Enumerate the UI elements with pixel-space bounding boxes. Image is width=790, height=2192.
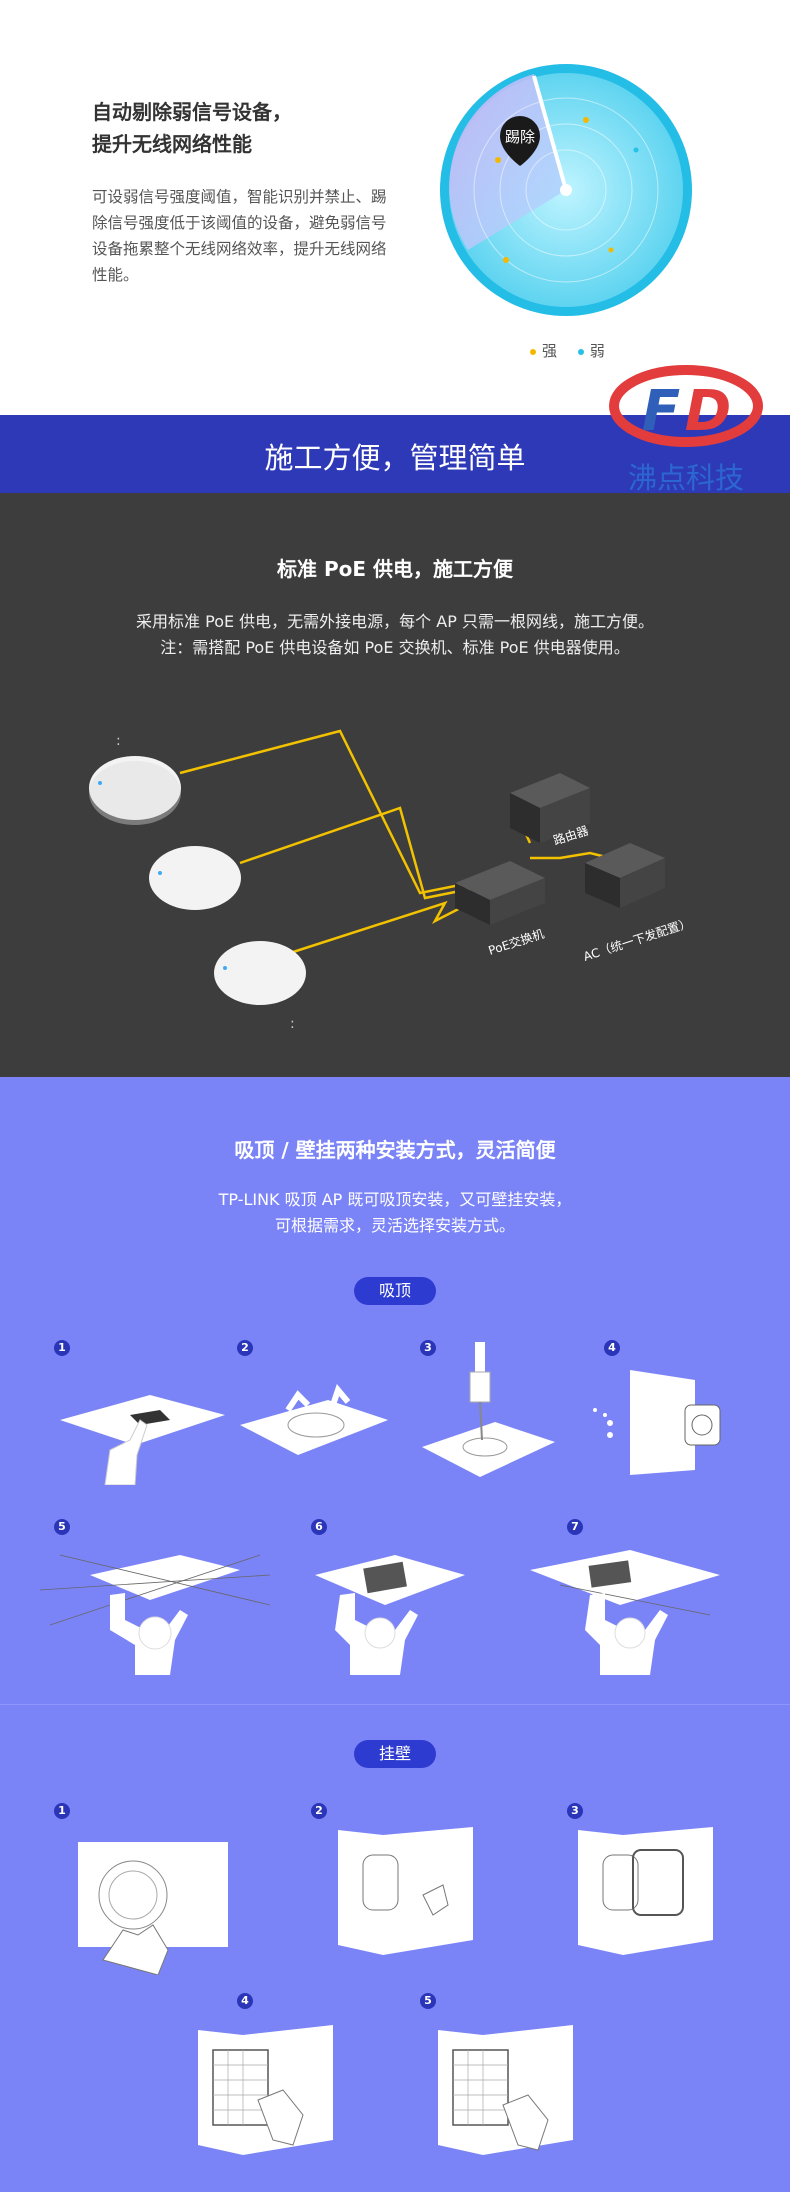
wall-step-3-illustration xyxy=(578,1827,713,1955)
wall-step-4-number: 4 xyxy=(237,1993,253,2009)
poe-description: 采用标准 PoE 供电，无需外接电源，每个 AP 只需一根网线，施工方便。 注：… xyxy=(0,609,790,661)
ceiling-mount-label: 吸顶 xyxy=(354,1277,436,1305)
ceiling-step-2-number: 2 xyxy=(237,1340,253,1356)
wall-mount-label: 挂壁 xyxy=(354,1740,436,1768)
feature-title-line2: 提升无线网络性能 xyxy=(92,132,252,156)
access-point-3 xyxy=(214,941,306,1005)
ac-controller-device xyxy=(585,843,665,908)
ceiling-step-6-number: 6 xyxy=(311,1519,327,1535)
feature-description: 可设弱信号强度阈值，智能识别并禁止、踢除信号强度低于该阈值的设备，避免弱信号设备… xyxy=(92,188,387,284)
svg-text:F: F xyxy=(642,379,680,444)
svg-text::: : xyxy=(290,1016,295,1032)
ceiling-step-4-number: 4 xyxy=(604,1340,620,1356)
ceiling-step-5-illustration xyxy=(40,1554,270,1675)
ceiling-step-7-number: 7 xyxy=(567,1519,583,1535)
wall-step-4-illustration xyxy=(198,2025,333,2155)
legend-strong: 强 xyxy=(530,342,557,360)
install-desc-line2: 可根据需求，灵活选择安装方式。 xyxy=(274,1216,515,1235)
radar-legend: 强 弱 xyxy=(530,340,621,361)
banner-title: 施工方便，管理简单 xyxy=(264,441,526,475)
poe-desc-line1: 采用标准 PoE 供电，无需外接电源，每个 AP 只需一根网线，施工方便。 xyxy=(136,612,654,631)
section-divider xyxy=(0,1704,790,1705)
svg-text:D: D xyxy=(685,379,731,444)
brand-logo: F D 沸点科技 xyxy=(609,365,763,495)
poe-section: 标准 PoE 供电，施工方便 采用标准 PoE 供电，无需外接电源，每个 AP … xyxy=(0,493,790,1077)
ceiling-step-2-illustration xyxy=(240,1383,388,1455)
wall-step-2-number: 2 xyxy=(311,1803,327,1819)
kick-label: 踢除 xyxy=(505,128,535,146)
router-device xyxy=(510,773,590,843)
feature-title: 自动剔除弱信号设备， 提升无线网络性能 xyxy=(92,96,392,160)
radar-graphic: 踢除 xyxy=(440,64,692,316)
switch-label: PoE交换机 xyxy=(486,926,546,958)
poe-desc-line2: 注：需搭配 PoE 供电设备如 PoE 交换机、标准 PoE 供电器使用。 xyxy=(160,638,630,657)
ceiling-step-1-number: 1 xyxy=(54,1340,70,1356)
poe-switch-device xyxy=(455,861,545,925)
wall-step-5-number: 5 xyxy=(420,1993,436,2009)
ceiling-step-3-illustration xyxy=(422,1342,555,1477)
legend-weak: 弱 xyxy=(577,342,605,360)
wall-step-1-illustration xyxy=(78,1842,228,1975)
install-title: 吸顶 / 壁挂两种安装方式，灵活简便 xyxy=(234,1138,556,1162)
wall-step-5-illustration xyxy=(438,2025,573,2155)
watermark-text: 沸点科技 xyxy=(628,461,744,495)
poe-network-diagram: : : 路由器 PoE交换机 AC（统一下发配置） xyxy=(89,729,693,1032)
wall-step-1-number: 1 xyxy=(54,1803,70,1819)
section-banner: 施工方便，管理简单 xyxy=(0,415,790,493)
ceiling-step-3-number: 3 xyxy=(420,1340,436,1356)
wall-step-3-number: 3 xyxy=(567,1803,583,1819)
svg-text::: : xyxy=(116,733,121,749)
ceiling-step-6-illustration xyxy=(315,1555,465,1675)
install-description: TP-LINK 吸顶 AP 既可吸顶安装，又可壁挂安装， 可根据需求，灵活选择安… xyxy=(0,1187,790,1239)
ceiling-step-7-illustration xyxy=(530,1550,720,1675)
poe-title: 标准 PoE 供电，施工方便 xyxy=(277,557,513,581)
ceiling-step-4-illustration xyxy=(593,1370,721,1475)
access-point-1 xyxy=(89,756,181,825)
ceiling-step-1-illustration xyxy=(60,1395,225,1485)
feature-title-line1: 自动剔除弱信号设备， xyxy=(92,100,292,124)
wall-step-2-illustration xyxy=(338,1827,473,1955)
ac-label: AC（统一下发配置） xyxy=(581,915,693,964)
weak-signal-section: 自动剔除弱信号设备， 提升无线网络性能 可设弱信号强度阈值，智能识别并禁止、踢除… xyxy=(0,0,790,415)
install-desc-line1: TP-LINK 吸顶 AP 既可吸顶安装，又可壁挂安装， xyxy=(218,1190,572,1209)
access-point-2 xyxy=(149,846,241,910)
ceiling-step-5-number: 5 xyxy=(54,1519,70,1535)
